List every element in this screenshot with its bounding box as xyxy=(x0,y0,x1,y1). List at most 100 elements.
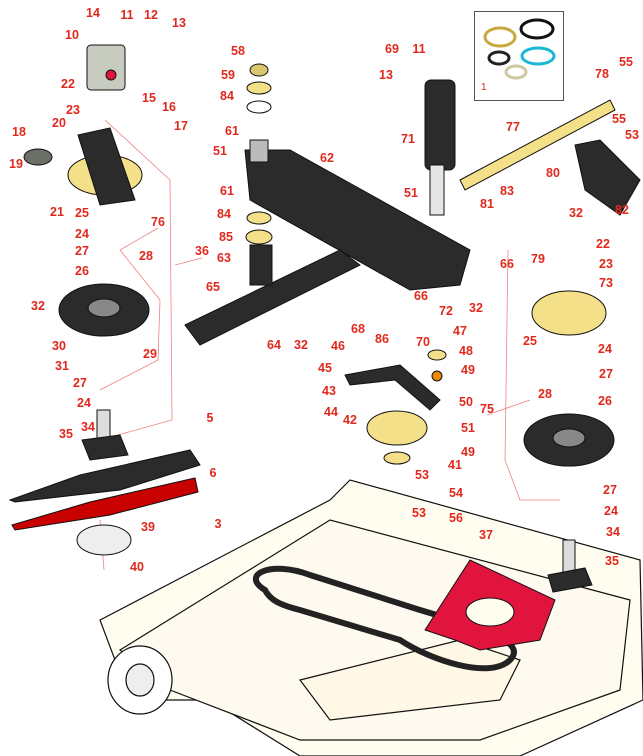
callout-59[interactable]: 59 xyxy=(221,68,235,82)
callout-66[interactable]: 66 xyxy=(414,289,428,303)
callout-58[interactable]: 58 xyxy=(231,44,245,58)
callout-61[interactable]: 61 xyxy=(220,184,234,198)
callout-41[interactable]: 41 xyxy=(448,458,462,472)
callout-64[interactable]: 64 xyxy=(267,338,281,352)
callout-11[interactable]: 11 xyxy=(412,42,426,56)
callout-27[interactable]: 27 xyxy=(75,244,89,258)
callout-29[interactable]: 29 xyxy=(143,347,157,361)
callout-75[interactable]: 75 xyxy=(480,402,494,416)
callout-56[interactable]: 56 xyxy=(449,511,463,525)
callout-19[interactable]: 19 xyxy=(9,157,23,171)
callout-21[interactable]: 21 xyxy=(50,205,64,219)
callout-49[interactable]: 49 xyxy=(461,445,475,459)
callout-26[interactable]: 26 xyxy=(75,264,89,278)
callout-69[interactable]: 69 xyxy=(385,42,399,56)
callout-34[interactable]: 34 xyxy=(81,420,95,434)
callout-26[interactable]: 26 xyxy=(598,394,612,408)
callout-32[interactable]: 32 xyxy=(294,338,308,352)
callout-78[interactable]: 78 xyxy=(595,67,609,81)
callout-32[interactable]: 32 xyxy=(469,301,483,315)
callout-70[interactable]: 70 xyxy=(416,335,430,349)
callout-13[interactable]: 13 xyxy=(172,16,186,30)
callout-28[interactable]: 28 xyxy=(139,249,153,263)
callout-13[interactable]: 13 xyxy=(379,68,393,82)
callout-63[interactable]: 63 xyxy=(217,251,231,265)
callout-18[interactable]: 18 xyxy=(12,125,26,139)
callout-61[interactable]: 61 xyxy=(225,124,239,138)
callout-23[interactable]: 23 xyxy=(66,103,80,117)
callout-35[interactable]: 35 xyxy=(605,554,619,568)
callout-25[interactable]: 25 xyxy=(523,334,537,348)
callout-81[interactable]: 81 xyxy=(480,197,494,211)
callout-25[interactable]: 25 xyxy=(75,206,89,220)
callout-37[interactable]: 37 xyxy=(479,528,493,542)
callout-53[interactable]: 53 xyxy=(625,128,639,142)
callout-76[interactable]: 76 xyxy=(151,215,165,229)
callout-16[interactable]: 16 xyxy=(162,100,176,114)
callout-32[interactable]: 32 xyxy=(31,299,45,313)
callout-83[interactable]: 83 xyxy=(500,184,514,198)
callout-36[interactable]: 36 xyxy=(195,244,209,258)
callout-3[interactable]: 3 xyxy=(214,517,222,531)
callout-49[interactable]: 49 xyxy=(461,363,475,377)
callout-34[interactable]: 34 xyxy=(606,525,620,539)
callout-5[interactable]: 5 xyxy=(206,411,214,425)
callout-15[interactable]: 15 xyxy=(142,91,156,105)
callout-85[interactable]: 85 xyxy=(219,230,233,244)
callout-79[interactable]: 79 xyxy=(531,252,545,266)
callout-24[interactable]: 24 xyxy=(77,396,91,410)
callout-55[interactable]: 55 xyxy=(612,112,626,126)
callout-35[interactable]: 35 xyxy=(59,427,73,441)
callout-27[interactable]: 27 xyxy=(73,376,87,390)
callout-42[interactable]: 42 xyxy=(343,413,357,427)
callout-86[interactable]: 86 xyxy=(375,332,389,346)
callout-80[interactable]: 80 xyxy=(546,166,560,180)
callout-27[interactable]: 27 xyxy=(603,483,617,497)
callout-44[interactable]: 44 xyxy=(324,405,338,419)
callout-11[interactable]: 11 xyxy=(120,8,134,22)
callout-45[interactable]: 45 xyxy=(318,361,332,375)
callout-20[interactable]: 20 xyxy=(52,116,66,130)
callout-28[interactable]: 28 xyxy=(538,387,552,401)
callout-14[interactable]: 14 xyxy=(86,6,100,20)
callout-17[interactable]: 17 xyxy=(174,119,188,133)
callout-24[interactable]: 24 xyxy=(75,227,89,241)
callout-12[interactable]: 12 xyxy=(144,8,158,22)
callout-66[interactable]: 66 xyxy=(500,257,514,271)
callout-53[interactable]: 53 xyxy=(412,506,426,520)
callout-39[interactable]: 39 xyxy=(141,520,155,534)
callout-82[interactable]: 82 xyxy=(615,203,629,217)
callout-27[interactable]: 27 xyxy=(599,367,613,381)
callout-62[interactable]: 62 xyxy=(320,151,334,165)
callout-84[interactable]: 84 xyxy=(217,207,231,221)
callout-46[interactable]: 46 xyxy=(331,339,345,353)
callout-48[interactable]: 48 xyxy=(459,344,473,358)
callout-40[interactable]: 40 xyxy=(130,560,144,574)
callout-22[interactable]: 22 xyxy=(596,237,610,251)
callout-65[interactable]: 65 xyxy=(206,280,220,294)
callout-43[interactable]: 43 xyxy=(322,384,336,398)
callout-24[interactable]: 24 xyxy=(604,504,618,518)
callout-72[interactable]: 72 xyxy=(439,304,453,318)
callout-73[interactable]: 73 xyxy=(599,276,613,290)
callout-50[interactable]: 50 xyxy=(459,395,473,409)
callout-31[interactable]: 31 xyxy=(55,359,69,373)
callout-54[interactable]: 54 xyxy=(449,486,463,500)
callout-10[interactable]: 10 xyxy=(65,28,79,42)
callout-6[interactable]: 6 xyxy=(209,466,217,480)
callout-22[interactable]: 22 xyxy=(61,77,75,91)
callout-32[interactable]: 32 xyxy=(569,206,583,220)
callout-68[interactable]: 68 xyxy=(351,322,365,336)
callout-51[interactable]: 51 xyxy=(461,421,475,435)
callout-23[interactable]: 23 xyxy=(599,257,613,271)
callout-51[interactable]: 51 xyxy=(213,144,227,158)
callout-84[interactable]: 84 xyxy=(220,89,234,103)
callout-55[interactable]: 55 xyxy=(619,55,633,69)
callout-47[interactable]: 47 xyxy=(453,324,467,338)
callout-51[interactable]: 51 xyxy=(404,186,418,200)
callout-53[interactable]: 53 xyxy=(415,468,429,482)
callout-77[interactable]: 77 xyxy=(506,120,520,134)
callout-30[interactable]: 30 xyxy=(52,339,66,353)
callout-24[interactable]: 24 xyxy=(598,342,612,356)
callout-71[interactable]: 71 xyxy=(401,132,415,146)
